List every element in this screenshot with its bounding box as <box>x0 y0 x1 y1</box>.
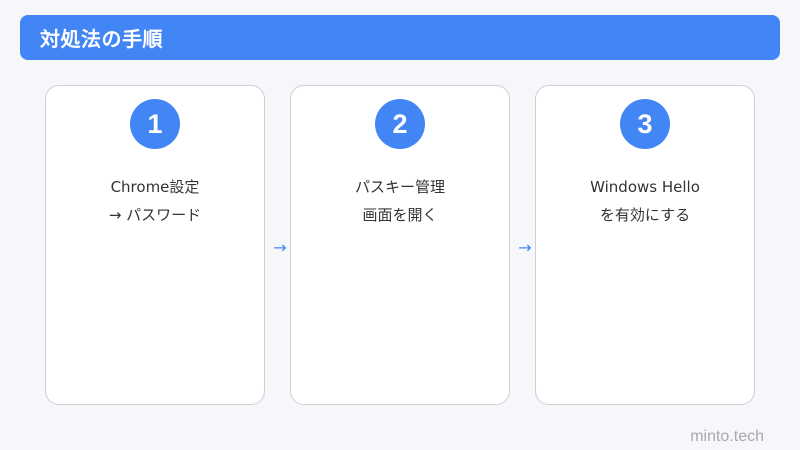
step-number-badge: 2 <box>375 99 425 149</box>
step-card-3: 3 Windows Hello を有効にする <box>535 85 755 405</box>
step-text-line-1: パスキー管理 <box>354 178 445 196</box>
page-title: 対処法の手順 <box>40 27 163 51</box>
title-banner: 対処法の手順 <box>20 15 780 60</box>
step-description: Chrome設定 → パスワード <box>46 173 264 229</box>
step-card-1: 1 Chrome設定 → パスワード <box>45 85 265 405</box>
step-text-line-2: を有効にする <box>599 206 691 224</box>
arrow-right-icon: → <box>273 238 287 257</box>
arrow-right-icon: → <box>518 238 532 257</box>
step-description: パスキー管理 画面を開く <box>291 173 509 229</box>
step-text-line-2: → パスワード <box>108 206 202 224</box>
step-text-line-2: 画面を開く <box>362 206 438 224</box>
step-number-badge: 3 <box>620 99 670 149</box>
step-card-2: 2 パスキー管理 画面を開く <box>290 85 510 405</box>
brand-watermark: minto.tech <box>690 428 764 445</box>
step-text-line-1: Chrome設定 <box>110 178 200 196</box>
step-description: Windows Hello を有効にする <box>536 173 754 229</box>
step-text-line-1: Windows Hello <box>590 178 700 196</box>
step-number-badge: 1 <box>130 99 180 149</box>
